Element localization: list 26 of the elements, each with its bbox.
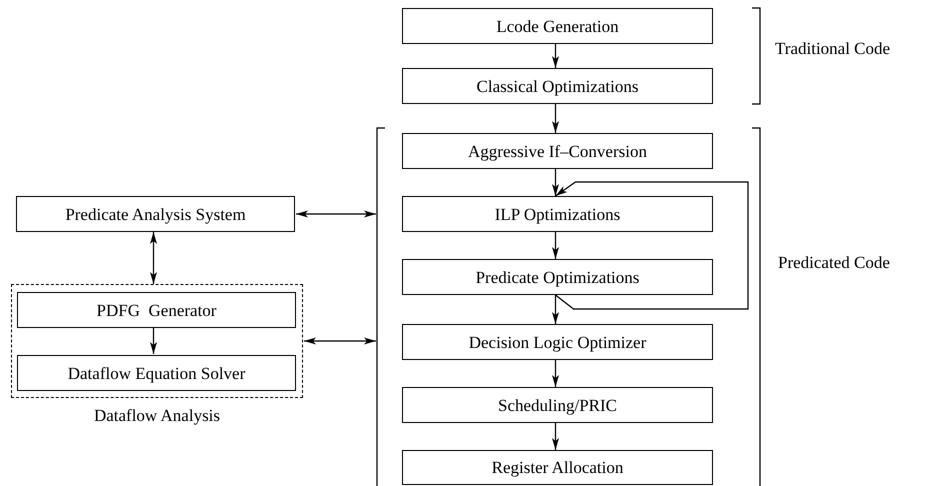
process-box: Classical Optimizations [402, 68, 713, 104]
arrow [150, 232, 157, 284]
region-label: Traditional Code [775, 38, 890, 60]
process-box: ILP Optimizations [402, 196, 713, 232]
arrow [552, 423, 559, 450]
arrow [552, 232, 559, 259]
arrow [552, 295, 559, 324]
region-label: Predicated Code [778, 252, 890, 274]
arrow [552, 169, 559, 196]
arrow [552, 44, 559, 68]
arrow [552, 360, 559, 387]
arrow [150, 327, 157, 354]
arrow [296, 210, 376, 218]
process-box: Register Allocation [402, 450, 713, 485]
process-box: Predicate Optimizations [402, 259, 713, 295]
process-box: Lcode Generation [402, 8, 713, 44]
process-box: PDFG Generator [17, 292, 296, 328]
process-box: Aggressive If–Conversion [402, 133, 713, 169]
arrow [552, 104, 559, 133]
process-box: Decision Logic Optimizer [402, 324, 713, 360]
process-box: Predicate Analysis System [16, 196, 295, 232]
arrow [555, 181, 749, 310]
arrow [304, 338, 376, 344]
group-caption: Dataflow Analysis [92, 405, 222, 427]
process-box: Scheduling/PRIC [402, 387, 713, 423]
process-box: Dataflow Equation Solver [17, 355, 296, 391]
